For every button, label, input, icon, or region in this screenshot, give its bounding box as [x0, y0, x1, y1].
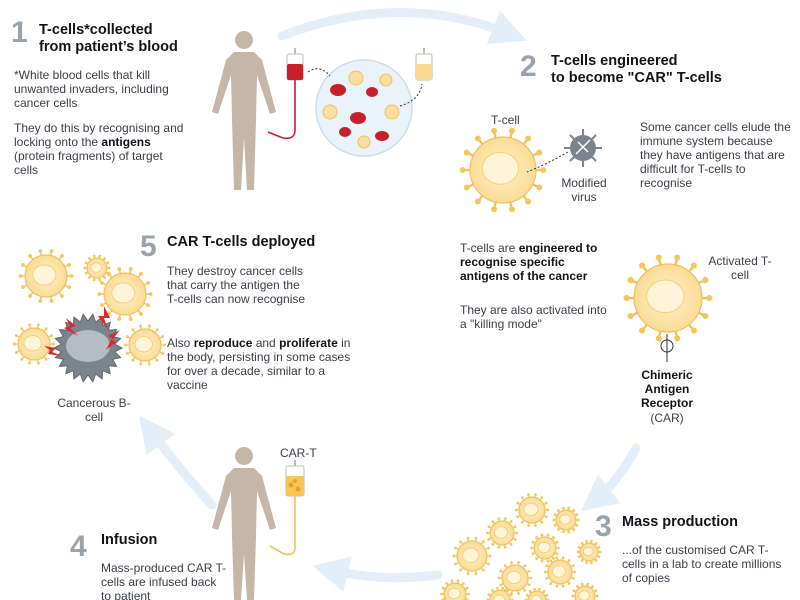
- step-2-title-line2: to become "CAR" T-cells: [551, 70, 722, 86]
- step-1-title-line2: from patient’s blood: [39, 39, 178, 55]
- receptor-pointer: [660, 334, 674, 362]
- step-3-title: Mass production: [622, 514, 739, 530]
- step-1-number: 1: [11, 16, 28, 49]
- t-cell-shape: [97, 267, 153, 321]
- cancerous-b-cell-label: Cancerous B-cell: [57, 396, 131, 424]
- step-1-title-line1: T-cells*collected: [39, 22, 153, 38]
- blood-sample: [307, 59, 423, 157]
- step-1-desc-bold: antigens: [101, 135, 151, 149]
- t-cell-shape: [552, 506, 580, 534]
- cancerous-b-cell-icon: [52, 313, 124, 383]
- elude-text: Some cancer cells elude the immune syste…: [640, 120, 791, 190]
- t-cell-bag: [415, 48, 433, 81]
- car-abbreviation: (CAR): [650, 411, 684, 425]
- step-2-title: T-cells engineered to become "CAR" T-cel…: [551, 53, 722, 87]
- engineered-text: T-cells are engineered to recognise spec…: [460, 241, 612, 283]
- step-3-number: 3: [595, 510, 612, 543]
- activated-t-cell-label: Activated T-cell: [708, 254, 772, 282]
- t-cell-shape: [83, 254, 111, 282]
- car-t-bag-label: CAR-T: [280, 446, 317, 460]
- step-2-number: 2: [520, 50, 537, 83]
- modified-virus-icon: [526, 129, 602, 173]
- t-cell-shape: [440, 579, 470, 600]
- arrow-3-to-4: [312, 556, 443, 592]
- t-cell-shape: [18, 249, 74, 303]
- engineered-text-bold: engineered to recognise specific antigen…: [460, 241, 598, 283]
- t-cell-shape: [530, 533, 560, 563]
- step-1-desc-post: (protein fragments) of target cells: [14, 149, 163, 177]
- car-t-bag: [269, 460, 305, 556]
- step-1-desc-pre: They do this by recognising and locking …: [14, 121, 184, 149]
- t-cell-shape: [514, 493, 550, 527]
- engineered-text-pre: T-cells are: [460, 241, 519, 255]
- t-cell-shape: [524, 587, 550, 600]
- t-cell-shape: [576, 539, 602, 565]
- modified-virus-label: Modified virus: [561, 176, 607, 204]
- activated-text: They are also activated into a "killing …: [460, 303, 607, 331]
- step-1-title: T-cells*collected from patient’s blood: [39, 22, 178, 56]
- t-cells-attacking-b-cell: [13, 249, 166, 366]
- arrow-1-to-2: [277, 8, 527, 45]
- step-5-title: CAR T-cells deployed: [167, 234, 316, 250]
- step-5-number: 5: [140, 230, 157, 263]
- mass-produced-cells: [440, 493, 602, 600]
- step-1-note: *White blood cells that kill unwanted in…: [14, 68, 169, 110]
- t-cell-shape: [623, 254, 713, 342]
- t-cell-label: T-cell: [491, 113, 520, 127]
- step-5-desc: They destroy cancer cells that carry the…: [167, 264, 306, 306]
- step-2-title-line1: T-cells engineered: [551, 53, 678, 69]
- step-5-also-pre: Also: [167, 336, 194, 350]
- step-5-also: Also reproduce and proliferate in the bo…: [167, 336, 357, 392]
- t-cell-shape: [497, 561, 533, 595]
- attack-sparks: [44, 306, 120, 356]
- step-3-desc: ...of the customised CAR T-cells in a la…: [622, 543, 782, 585]
- patient-figure-1: [212, 31, 276, 190]
- t-cell-shape: [485, 517, 519, 549]
- patient-figure-4: [212, 447, 276, 600]
- t-cell-shape: [124, 324, 166, 366]
- blood-bag: [267, 48, 304, 140]
- t-cell-shape: [13, 323, 55, 365]
- t-cell-shape: [459, 127, 547, 213]
- arrow-4-to-5: [139, 415, 217, 510]
- step-4-title: Infusion: [101, 532, 158, 548]
- proliferate-word: proliferate: [279, 336, 338, 350]
- step-4-desc: Mass-produced CAR T-cells are infused ba…: [101, 561, 227, 600]
- t-cell-shape: [543, 556, 577, 588]
- t-cell-shape: [486, 586, 514, 600]
- reproduce-word: reproduce: [193, 336, 253, 350]
- car-receptor-label: Chimeric Antigen Receptor: [640, 368, 693, 410]
- t-cell-shape: [452, 536, 492, 576]
- arrow-2-to-3: [580, 443, 641, 512]
- activated-t-cell-illustration: [623, 254, 713, 342]
- cycle-arrows: [139, 8, 641, 592]
- step-5-also-post: in the body, persisting in some cases fo…: [167, 336, 351, 392]
- t-cell-illustration: [459, 127, 547, 213]
- step-1-desc: They do this by recognising and locking …: [14, 121, 184, 177]
- step-5-also-mid: and: [252, 336, 280, 350]
- step-4-number: 4: [70, 530, 87, 563]
- t-cell-shape: [571, 582, 599, 600]
